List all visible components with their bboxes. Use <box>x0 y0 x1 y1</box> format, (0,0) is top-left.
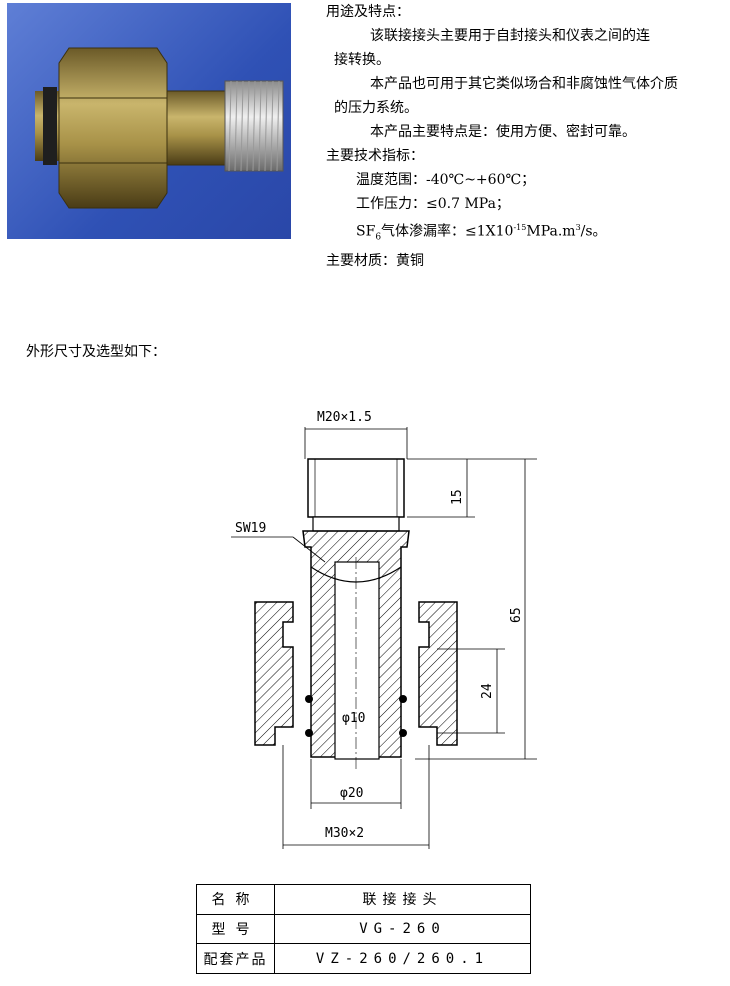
dim-24: 24 <box>480 683 495 699</box>
dim-m30: M30×2 <box>325 826 364 841</box>
table-row: 配套产品 VZ-260/260.1 <box>196 943 531 974</box>
table-row: 型号 VG-260 <box>196 913 531 945</box>
table-row: 名称 联接接头 <box>196 884 531 915</box>
dim-sw19: SW19 <box>235 521 266 536</box>
work-pressure: 工作压力：≤0.7 MPa； <box>356 196 510 212</box>
row-label-name: 名称 <box>196 884 275 915</box>
usage-para1-line2: 接转换。 <box>334 52 390 68</box>
dim-phi20: φ20 <box>340 786 363 801</box>
leak-rate: SF6气体渗漏率：≤1X10-15MPa.m3/s。 <box>356 223 607 243</box>
usage-para3: 本产品主要特点是：使用方便、密封可靠。 <box>370 124 636 140</box>
usage-heading: 用途及特点： <box>326 4 410 20</box>
usage-para1-line1: 该联接接头主要用于自封接头和仪表之间的连 <box>370 28 650 44</box>
temp-range: 温度范围：-40℃~+60℃； <box>356 172 536 188</box>
section-drawing: M20×1.5 15 65 SW19 24 φ10 φ20 M30×2 <box>231 410 537 849</box>
dim-65: 65 <box>509 607 524 623</box>
dim-m20: M20×1.5 <box>317 410 372 425</box>
row-value-matching: VZ-260/260.1 <box>274 943 531 974</box>
model-table: 名称 联接接头 型号 VG-260 配套产品 VZ-260/260.1 <box>196 884 531 974</box>
usage-para2-line2: 的压力系统。 <box>334 100 418 116</box>
row-label-matching: 配套产品 <box>196 943 275 974</box>
row-value-name: 联接接头 <box>274 884 531 915</box>
dim-phi10: φ10 <box>342 711 365 726</box>
brass-fitting-render <box>35 47 284 209</box>
usage-para2-line1: 本产品也可用于其它类似场合和非腐蚀性气体介质 <box>370 76 678 92</box>
row-label-model: 型号 <box>196 913 275 945</box>
material: 主要材质：黄铜 <box>326 253 424 270</box>
section-caption: 外形尺寸及选型如下： <box>26 344 166 360</box>
tech-heading: 主要技术指标： <box>326 148 424 164</box>
product-photo <box>7 3 291 239</box>
specification-text: 用途及特点： 该联接接头主要用于自封接头和仪表之间的连 接转换。 本产品也可用于… <box>326 0 726 273</box>
row-value-model: VG-260 <box>274 913 531 945</box>
dim-15: 15 <box>450 489 465 505</box>
